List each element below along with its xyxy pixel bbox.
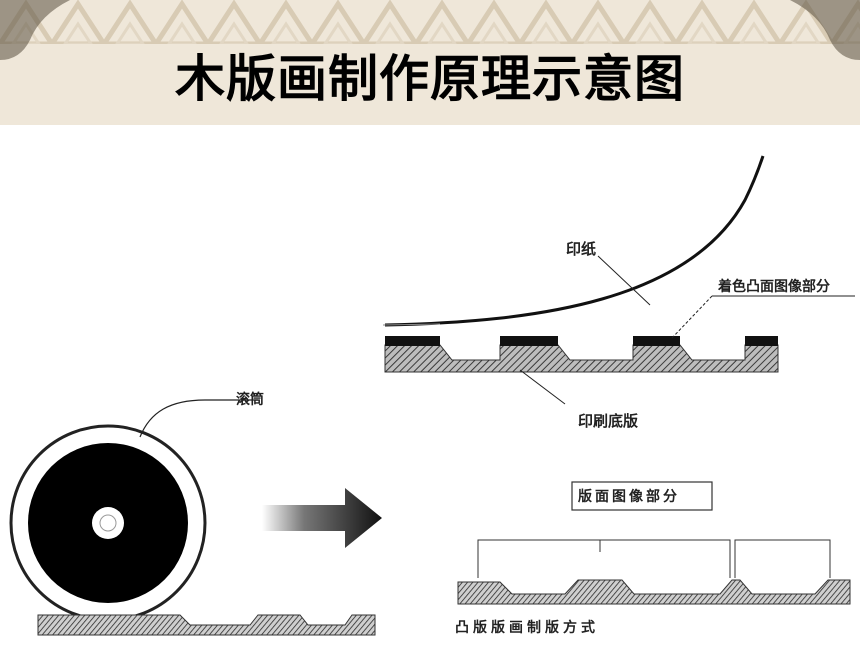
- relief-method-diagram: [457, 481, 851, 605]
- inked-relief-3: [633, 336, 680, 346]
- printing-base-block: [384, 344, 779, 373]
- inked-relief-1: [385, 336, 440, 346]
- label-paper: 印纸: [566, 240, 597, 258]
- leader-block: [519, 369, 566, 405]
- label-printing-block: 印刷底版: [578, 412, 639, 430]
- roller-core: [92, 507, 124, 539]
- printing-block-diagram: [382, 155, 855, 405]
- corner-ornament-right: [790, 0, 860, 60]
- leader-roller: [139, 399, 258, 438]
- roller-base-block: [37, 614, 376, 636]
- leader-inked: [671, 295, 713, 339]
- label-inked-relief: 着色凸面图像部分: [718, 279, 830, 295]
- leader-paper: [597, 255, 651, 306]
- page-title: 木版画制作原理示意图: [175, 50, 685, 108]
- roller-diagram: [9, 399, 376, 636]
- bracket-right: [734, 539, 831, 578]
- inked-relief-4: [745, 336, 778, 346]
- inked-relief-2: [500, 336, 558, 346]
- header-pattern: [0, 0, 860, 60]
- process-arrow: [262, 488, 382, 548]
- bracket-left: [477, 539, 731, 578]
- paper-sheet: [384, 155, 765, 327]
- header-banner: 木版画制作原理示意图: [0, 0, 860, 125]
- label-relief-method: 凸版版画制版方式: [455, 620, 599, 636]
- relief-block: [457, 579, 851, 605]
- corner-ornament-left: [0, 0, 70, 60]
- label-roller: 滚筒: [236, 392, 264, 408]
- label-relief-image-area: 版面图像部分: [578, 489, 680, 505]
- relief-label-frame: [571, 481, 713, 511]
